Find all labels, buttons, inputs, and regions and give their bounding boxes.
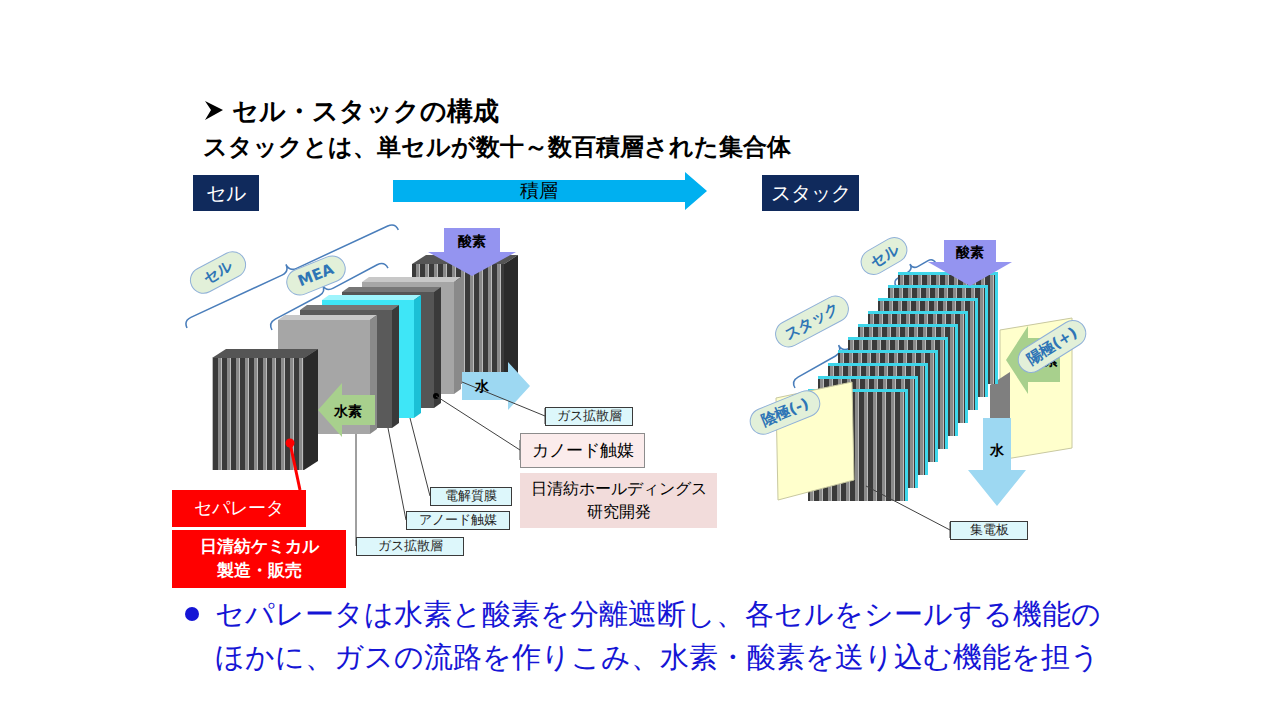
separator-top [212, 349, 318, 358]
node-text: セル [866, 240, 901, 271]
plate-side [454, 277, 461, 394]
flow-label: 水素 [318, 401, 378, 421]
plate-top [322, 295, 421, 300]
flow-label: 水 [452, 376, 512, 396]
plate-top [342, 287, 441, 292]
plate-top [362, 277, 461, 282]
node-text: セル [206, 181, 246, 206]
node-text: 電解質膜 [445, 490, 497, 503]
node-text: 集電板 [970, 524, 1009, 537]
leader-line [356, 434, 357, 546]
separator-side [304, 349, 318, 470]
part-label: 電解質膜 [430, 487, 512, 506]
part-label: ガス拡散層 [545, 407, 633, 426]
plate-top [300, 305, 399, 310]
plate-side [414, 295, 421, 418]
separator-plate [212, 358, 304, 470]
leader-line [436, 396, 520, 450]
node-text: 積層 [520, 179, 558, 203]
plate-side [434, 287, 441, 408]
flow-label: 酸素 [940, 242, 1000, 262]
company-box: 日清紡ケミカル 製造・販売 [172, 530, 346, 588]
callout-box: セパレータ [172, 490, 306, 527]
caption-bullet [185, 607, 199, 621]
callout-box: カノード触媒 [520, 433, 645, 468]
separator-side [504, 255, 518, 384]
node-text: MEA [295, 259, 336, 290]
leader-line [866, 486, 950, 530]
plate-top [278, 315, 377, 320]
arrow-body [393, 172, 707, 210]
leader-line [462, 382, 545, 416]
node-text: カノード触媒 [532, 440, 634, 461]
node-text: セパレータ [194, 497, 284, 520]
bracket-label: MEA [282, 251, 350, 299]
flow-label: 水 [967, 440, 1027, 460]
node-text: スタック [771, 181, 851, 206]
section-header: スタック [762, 175, 859, 211]
plate-side [392, 305, 399, 428]
water-arrow [968, 418, 1026, 506]
process-arrow: 積層 [393, 172, 707, 210]
title-bullet [205, 101, 223, 120]
bracket-label: セル [185, 246, 251, 298]
node-text: ガス拡散層 [378, 540, 443, 553]
flow-label: 酸素 [442, 231, 502, 251]
part-label: アノード触媒 [406, 511, 510, 530]
separator-dot [286, 439, 295, 448]
part-label: ガス拡散層 [356, 537, 464, 556]
node-text: ガス拡散層 [557, 410, 622, 423]
node-text: 日清紡ホールディングス 研究開発 [520, 478, 717, 523]
bullet-note: セパレータは水素と酸素を分離遮断し、各セルをシールする機能の ほかに、ガスの流路… [215, 593, 1125, 679]
leader-line [410, 418, 430, 496]
node-text: スタック [781, 299, 843, 344]
oxygen-arrow [428, 228, 516, 276]
oxygen-arrow [928, 240, 1012, 286]
separator-leader [290, 443, 300, 490]
node-text: 日清紡ケミカル 製造・販売 [172, 535, 346, 583]
node-text: アノード触媒 [419, 514, 497, 527]
slide-title: セル・スタックの構成 [232, 94, 499, 129]
section-header: セル [193, 175, 259, 211]
part-label: 集電板 [950, 521, 1028, 540]
leader-line [388, 428, 406, 520]
subtitle: スタックとは、単セルが数十～数百積層された集合体 [203, 132, 843, 162]
bracket-label: スタック [770, 290, 853, 351]
company-box: 日清紡ホールディングス 研究開発 [520, 473, 717, 528]
node-text: セル [200, 257, 235, 288]
